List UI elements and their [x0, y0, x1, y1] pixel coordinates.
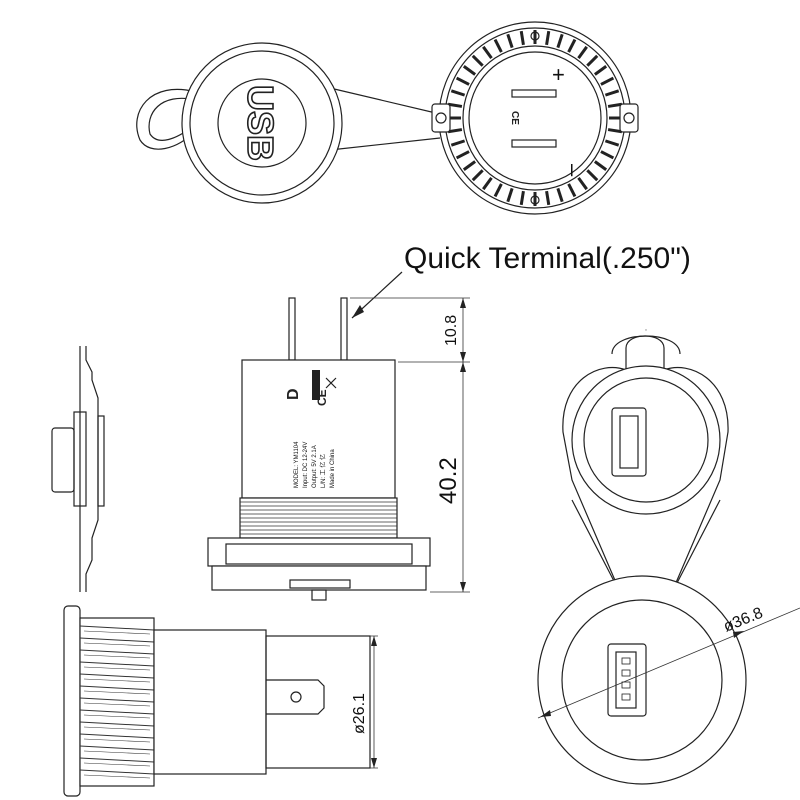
body-label-block: MODEL: YM1104 Input: DC 12-24V Output: 5…: [294, 441, 336, 488]
dim-flange-diameter: ø36.8: [721, 605, 765, 636]
cap-outer-ring: [181, 42, 343, 204]
polarity-minus: –: [561, 164, 586, 177]
label-input: Input: DC 12-24V: [303, 442, 309, 488]
cap-side-profile: [51, 346, 105, 592]
socket-side-view: MODEL: YM1104 Input: DC 12-24V Output: 5…: [207, 297, 431, 601]
label-ln: L/N: 工 亿 亿: [319, 454, 327, 488]
dimension-lines-thread: [370, 635, 378, 769]
quick-terminal-label: Quick Terminal(.250"): [404, 242, 691, 275]
label-made-in: Made in China: [330, 449, 336, 488]
usb-port: [607, 643, 647, 717]
dim-body-height: 40.2: [435, 457, 462, 504]
label-model: MODEL: YM1104: [294, 441, 300, 488]
dimension-line-flange: [537, 607, 800, 719]
socket-back-view: + – CE: [431, 21, 639, 215]
terminal-pin-left: [288, 297, 296, 361]
cap-top-view: USB: [136, 42, 441, 204]
polarity-plus: +: [552, 62, 565, 87]
terminal-pin-right: [340, 297, 348, 361]
socket-threaded-side: [63, 605, 371, 797]
thread-lines: [79, 625, 155, 779]
dim-thread-diameter: ø26.1: [351, 693, 368, 734]
svg-text:CE: CE: [509, 111, 520, 125]
socket-face-inner: [561, 599, 723, 761]
cap-usb-text: USB: [240, 85, 281, 161]
socket-serrated-ring: [447, 30, 623, 206]
dimension-lines-height: [350, 297, 470, 593]
svg-text:D: D: [285, 388, 302, 400]
dim-terminal-height: 10.8: [443, 315, 460, 346]
label-output: Output: 5V 2.1A: [312, 445, 318, 488]
cap-inner-disc: [217, 78, 307, 168]
socket-front-open-view: [537, 329, 747, 785]
